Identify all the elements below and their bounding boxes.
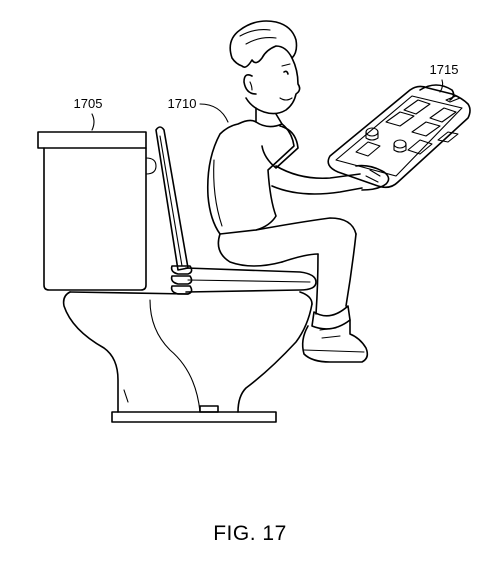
label-1715: 1715 — [430, 62, 459, 77]
mouth — [279, 97, 293, 101]
device-button — [437, 131, 459, 143]
reference-label-tank: 1705 — [74, 96, 103, 131]
device-edge — [335, 95, 463, 177]
reference-label-person: 1710 — [168, 96, 229, 123]
toilet-tank — [43, 147, 147, 291]
device-button — [355, 141, 381, 157]
hand — [355, 164, 390, 191]
handheld-device — [327, 84, 471, 189]
leader-line-1705 — [91, 113, 95, 131]
toilet-base — [111, 411, 277, 423]
sleeve — [261, 125, 299, 169]
device-slot — [445, 95, 461, 103]
device-button — [403, 99, 431, 115]
reference-label-device: 1715 — [430, 62, 459, 93]
device-button — [411, 121, 441, 137]
bolt-cap — [199, 405, 219, 413]
eye — [283, 70, 289, 75]
toilet-bowl-rim — [69, 291, 313, 305]
ear — [243, 74, 257, 95]
flush-handle — [145, 157, 157, 175]
face — [245, 57, 301, 115]
thigh — [255, 217, 357, 263]
person — [206, 20, 390, 363]
neck — [255, 107, 283, 125]
figure-caption: FIG. 17 — [213, 522, 287, 545]
toilet-seat — [185, 267, 317, 293]
device-button — [429, 107, 457, 123]
sock — [311, 305, 351, 330]
device-button — [407, 139, 433, 155]
forearm — [271, 165, 363, 195]
leader-line-1710 — [199, 103, 229, 123]
hair — [229, 20, 298, 68]
toilet-tank-lid — [37, 131, 147, 149]
toilet-bowl — [62, 291, 313, 413]
device-button — [385, 111, 415, 127]
label-1710: 1710 — [168, 96, 197, 111]
device-knob — [393, 139, 407, 149]
hip — [217, 233, 283, 267]
leader-line-1715 — [439, 79, 444, 93]
shoe — [301, 319, 369, 363]
toilet-seat-lid — [155, 126, 189, 271]
lower-leg — [315, 233, 357, 315]
label-1705: 1705 — [74, 96, 103, 111]
shirt — [206, 119, 295, 235]
toilet — [37, 126, 317, 423]
